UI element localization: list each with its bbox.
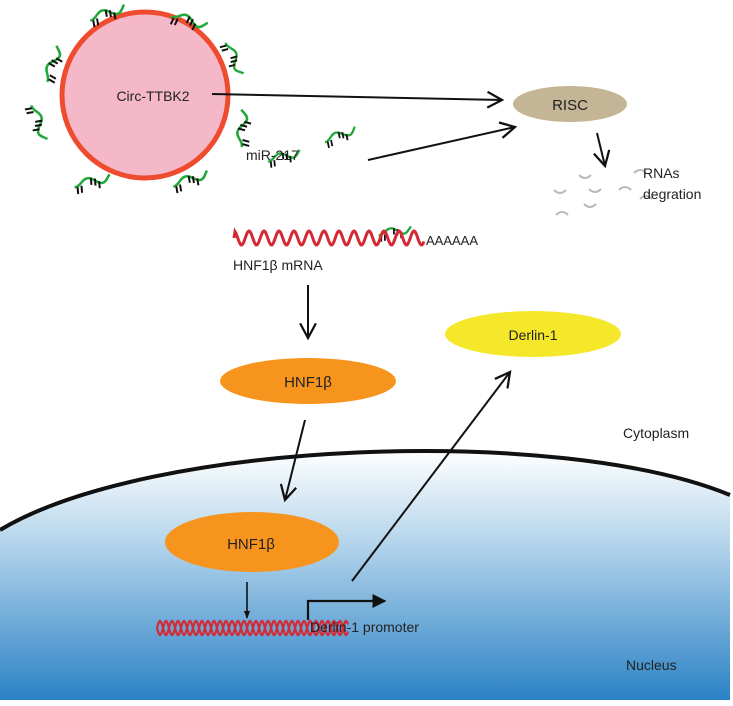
arrow-derlin-expression [351, 372, 510, 582]
cytoplasm-label: Cytoplasm [623, 425, 689, 441]
mirna-icon [74, 173, 111, 195]
arrow-circ-to-risc [211, 94, 502, 100]
degradation-label: degration [643, 186, 701, 202]
degraded-rna-fragment [639, 195, 653, 200]
hnf1b-nucleus-label: HNF1β [227, 536, 275, 553]
derlin-1-label: Derlin-1 [508, 327, 557, 343]
degraded-rna-fragment [588, 188, 602, 193]
degraded-rna-fragment [555, 211, 569, 216]
degraded-rna-fragment [618, 186, 632, 191]
mirna-icon [236, 108, 252, 148]
circ-ttbk2: Circ-TTBK2 [59, 9, 231, 181]
mirna-icon [267, 149, 301, 168]
mirna-icon [169, 13, 209, 31]
nucleus-label: Nucleus [626, 657, 677, 673]
mirna-icon [324, 126, 356, 149]
transcription-start-arrow [306, 594, 387, 620]
degraded-rna-fragment [553, 189, 567, 194]
arrow-risc-to-degradation [597, 132, 605, 166]
degraded-rna-fragment [578, 174, 592, 179]
degraded-rna-fragment [633, 169, 647, 174]
hnf1b-cytoplasm-label: HNF1β [284, 374, 332, 391]
mirna-icon [219, 42, 245, 75]
dna-strand-2 [155, 619, 350, 637]
risc-complex: RISC [513, 86, 627, 122]
hnf1b-cytoplasm: HNF1β [220, 358, 396, 404]
polya-tail: AAAAAA [426, 233, 478, 248]
arrow-mirna-to-risc [367, 127, 515, 161]
arrow-nuclear-import [285, 419, 306, 500]
mirna-icon [172, 169, 209, 194]
degraded-rna-fragment [583, 203, 597, 208]
mirna-group [24, 3, 412, 242]
mirna-icon [89, 3, 126, 28]
hnf1b-mrna-strand [232, 227, 426, 247]
mirna-label: miR-217 [246, 147, 299, 163]
mirna-icon [24, 104, 49, 141]
derlin-1: Derlin-1 [445, 311, 621, 357]
risc-label: RISC [552, 97, 588, 114]
hnf1b-nucleus: HNF1β [165, 512, 339, 572]
circ-ttbk2-label: Circ-TTBK2 [116, 88, 189, 104]
dna-double-helix [155, 619, 350, 637]
degraded-rnas [553, 169, 653, 216]
nucleus [0, 451, 730, 700]
nuclear-membrane [0, 449, 731, 532]
rnas-label: RNAs [643, 165, 680, 181]
mrna-label: HNF1β mRNA [233, 257, 323, 273]
promoter-label: Derlin-1 promoter [310, 619, 419, 635]
mirna-icon [45, 45, 63, 84]
